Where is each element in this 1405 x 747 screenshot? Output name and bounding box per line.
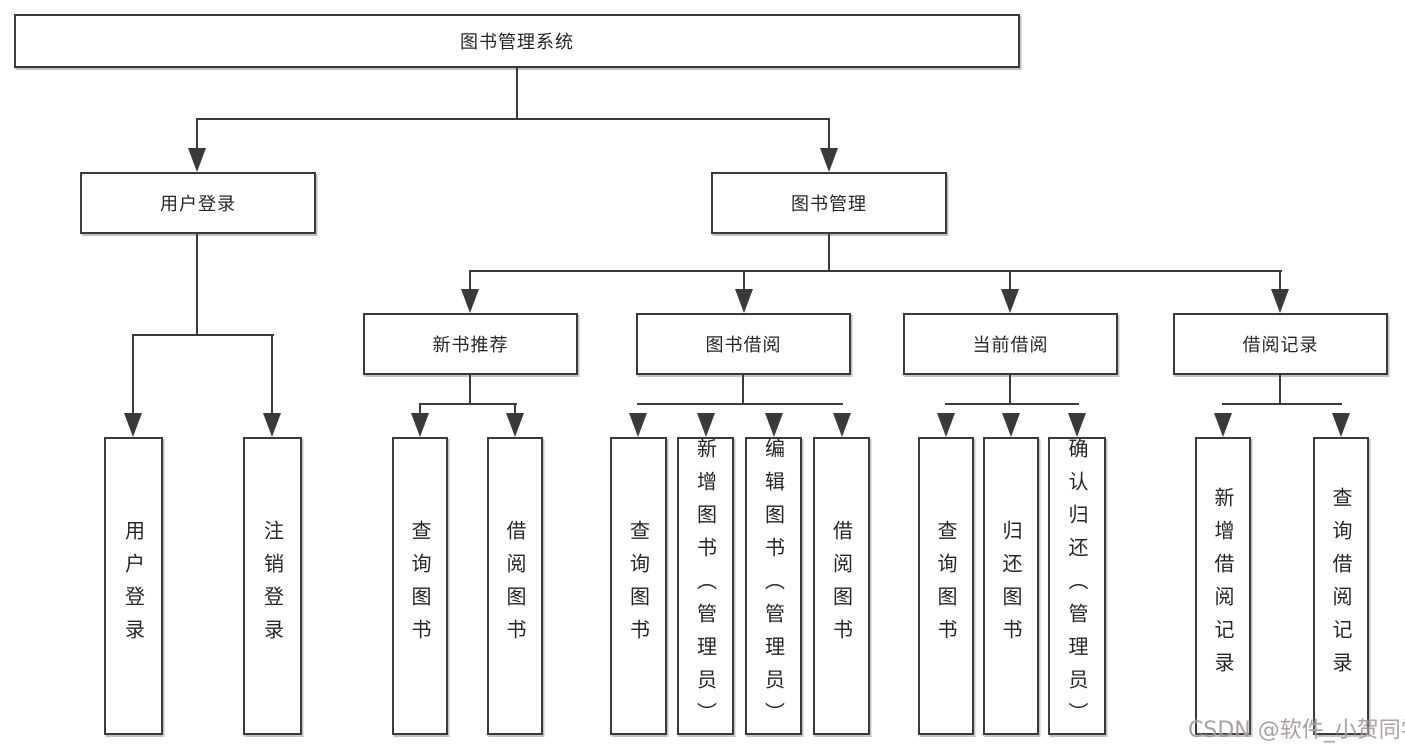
connector-line bbox=[196, 118, 830, 120]
leaf-user-login: 用户登录 bbox=[104, 437, 163, 735]
node-user-login: 用户登录 bbox=[80, 172, 316, 234]
arrowhead-down-icon bbox=[1002, 413, 1020, 437]
connector-line bbox=[196, 118, 198, 152]
arrowhead-down-icon bbox=[188, 148, 206, 172]
arrowhead-down-icon bbox=[506, 413, 524, 437]
node-root: 图书管理系统 bbox=[14, 14, 1020, 68]
leaf-confirm-return-admin: 确认归还（管理员） bbox=[1048, 437, 1106, 735]
leaf-user-login-label: 用户登录 bbox=[121, 520, 146, 652]
arrowhead-down-icon bbox=[1332, 413, 1350, 437]
arrowhead-down-icon bbox=[263, 413, 281, 437]
node-new-book-recommend: 新书推荐 bbox=[363, 313, 578, 375]
leaf-borrow-books-recommend: 借阅图书 bbox=[487, 437, 543, 735]
arrowhead-down-icon bbox=[937, 413, 955, 437]
connector-line bbox=[271, 334, 273, 416]
leaf-edit-books-admin-label: 编辑图书（管理员） bbox=[761, 437, 786, 735]
node-current-borrow-label: 当前借阅 bbox=[972, 335, 1049, 356]
connector-line bbox=[419, 403, 421, 417]
leaf-add-books-admin: 新增图书（管理员） bbox=[677, 437, 734, 735]
node-root-label: 图书管理系统 bbox=[460, 32, 574, 53]
leaf-query-books-current: 查询图书 bbox=[918, 437, 974, 735]
connector-line bbox=[516, 68, 518, 120]
arrowhead-down-icon bbox=[1214, 413, 1232, 437]
connector-line bbox=[637, 403, 843, 405]
node-borrow-records: 借阅记录 bbox=[1173, 313, 1388, 375]
leaf-query-books-recommend: 查询图书 bbox=[392, 437, 448, 735]
arrowhead-down-icon bbox=[735, 289, 753, 313]
leaf-borrow-books-label: 借阅图书 bbox=[829, 520, 854, 652]
connector-line bbox=[469, 375, 471, 405]
leaf-edit-books-admin: 编辑图书（管理员） bbox=[745, 437, 802, 735]
connector-line bbox=[469, 270, 471, 292]
arrowhead-down-icon bbox=[1001, 289, 1019, 313]
arrowhead-down-icon bbox=[1068, 413, 1086, 437]
arrowhead-down-icon bbox=[411, 413, 429, 437]
arrowhead-down-icon bbox=[629, 413, 647, 437]
leaf-confirm-return-admin-label: 确认归还（管理员） bbox=[1065, 437, 1089, 735]
connector-line bbox=[132, 334, 274, 336]
connector-line bbox=[1279, 375, 1281, 405]
node-book-management: 图书管理 bbox=[711, 172, 947, 234]
leaf-query-books-borrow: 查询图书 bbox=[610, 437, 667, 735]
node-book-borrow-label: 图书借阅 bbox=[705, 335, 782, 356]
connector-line bbox=[419, 403, 517, 405]
connector-line bbox=[828, 118, 830, 152]
node-new-book-recommend-label: 新书推荐 bbox=[432, 335, 509, 356]
arrowhead-down-icon bbox=[765, 413, 783, 437]
arrowhead-down-icon bbox=[697, 413, 715, 437]
node-user-login-label: 用户登录 bbox=[160, 194, 236, 215]
connector-line bbox=[742, 375, 744, 405]
connector-line bbox=[828, 234, 830, 272]
connector-line bbox=[132, 334, 134, 416]
leaf-borrow-books-recommend-label: 借阅图书 bbox=[503, 520, 527, 652]
leaf-query-borrow-record-label: 查询借阅记录 bbox=[1329, 487, 1353, 685]
connector-line bbox=[1009, 270, 1011, 292]
leaf-query-books-current-label: 查询图书 bbox=[934, 520, 958, 652]
arrowhead-down-icon bbox=[833, 413, 851, 437]
leaf-return-books-label: 归还图书 bbox=[999, 520, 1023, 652]
connector-line bbox=[514, 403, 516, 417]
connector-line bbox=[1009, 375, 1011, 405]
connector-line bbox=[945, 403, 1079, 405]
connector-line bbox=[1222, 403, 1342, 405]
leaf-add-borrow-record: 新增借阅记录 bbox=[1195, 437, 1251, 735]
leaf-logout-label: 注销登录 bbox=[260, 520, 285, 652]
connector-line bbox=[196, 234, 198, 336]
connector-line bbox=[469, 270, 1282, 272]
leaf-query-books-borrow-label: 查询图书 bbox=[626, 520, 651, 652]
arrowhead-down-icon bbox=[461, 289, 479, 313]
node-current-borrow: 当前借阅 bbox=[903, 313, 1118, 375]
leaf-query-borrow-record: 查询借阅记录 bbox=[1313, 437, 1369, 735]
leaf-return-books: 归还图书 bbox=[983, 437, 1039, 735]
node-book-borrow: 图书借阅 bbox=[636, 313, 851, 375]
leaf-query-books-recommend-label: 查询图书 bbox=[408, 520, 432, 652]
connector-line bbox=[1279, 270, 1281, 292]
arrowhead-down-icon bbox=[124, 413, 142, 437]
leaf-logout: 注销登录 bbox=[243, 437, 302, 735]
connector-line bbox=[743, 270, 745, 292]
arrowhead-down-icon bbox=[1271, 289, 1289, 313]
leaf-add-books-admin-label: 新增图书（管理员） bbox=[693, 437, 718, 735]
leaf-add-borrow-record-label: 新增借阅记录 bbox=[1211, 487, 1235, 685]
leaf-borrow-books: 借阅图书 bbox=[813, 437, 870, 735]
arrowhead-down-icon bbox=[820, 148, 838, 172]
node-borrow-records-label: 借阅记录 bbox=[1242, 335, 1319, 356]
node-book-management-label: 图书管理 bbox=[791, 194, 867, 215]
csdn-watermark: CSDN @软件_小贺同学 bbox=[1188, 718, 1405, 743]
